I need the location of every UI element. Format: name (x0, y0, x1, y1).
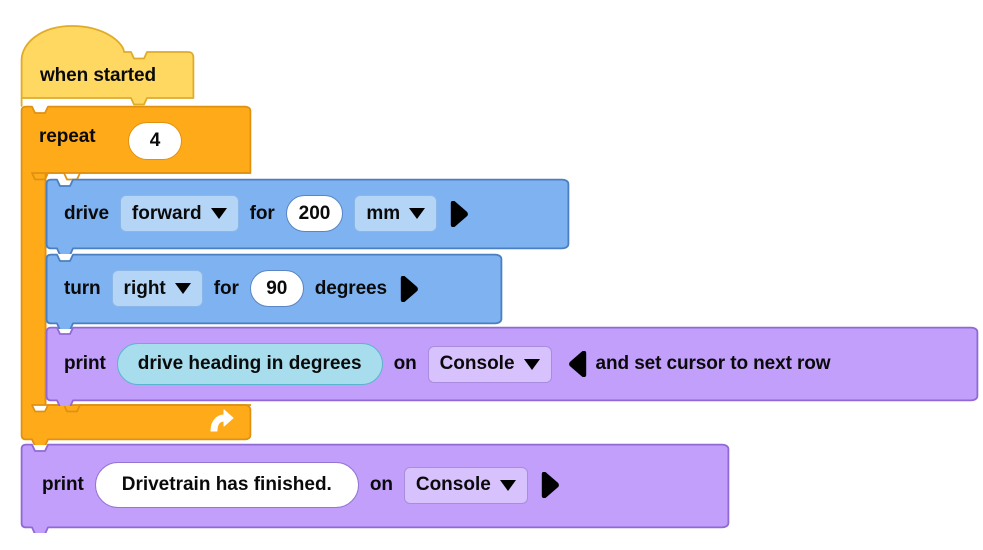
arrow-right-icon[interactable] (539, 472, 559, 498)
print-finished-target-dropdown[interactable]: Console (403, 466, 528, 504)
print-heading-suffix-label: and set cursor to next row (595, 353, 831, 374)
repeat-block-shape (20, 105, 252, 445)
block-drive[interactable]: drive forward for 200 mm (45, 178, 570, 254)
loop-arrow-icon (210, 409, 234, 432)
turn-unit-label: degrees (314, 277, 387, 299)
turn-angle-input[interactable]: 90 (249, 270, 304, 307)
chevron-down-icon (210, 208, 227, 219)
block-when-started[interactable]: when started (20, 22, 195, 107)
turn-for-label: for (213, 277, 239, 299)
hat-block-icon (20, 25, 195, 107)
chevron-down-icon (523, 358, 540, 370)
chevron-down-icon (409, 208, 426, 219)
drive-unit-dropdown[interactable]: mm (354, 195, 438, 232)
drive-distance-input[interactable]: 200 (285, 195, 344, 232)
print-finished-on-label: on (369, 474, 393, 495)
drive-for-label: for (249, 202, 275, 224)
turn-label: turn (64, 277, 101, 299)
drive-label: drive (64, 202, 109, 224)
turn-direction-value: right (123, 277, 166, 299)
repeat-count-input[interactable]: 4 (128, 122, 182, 160)
chevron-down-icon (174, 283, 191, 294)
arrow-right-icon[interactable] (448, 200, 469, 227)
chevron-down-icon (499, 479, 516, 491)
block-print-heading[interactable]: print drive heading in degrees on Consol… (45, 326, 979, 406)
print-heading-target-dropdown[interactable]: Console (427, 345, 552, 383)
arrow-left-icon[interactable] (568, 351, 589, 377)
print-finished-text-input[interactable]: Drivetrain has finished. (94, 462, 359, 508)
print-heading-label: print (64, 353, 106, 374)
repeat-label: repeat (39, 126, 96, 147)
arrow-right-icon[interactable] (398, 275, 418, 302)
block-turn[interactable]: turn right for 90 degrees (45, 253, 503, 329)
turn-direction-dropdown[interactable]: right (111, 270, 203, 307)
drive-unit-value: mm (366, 202, 401, 224)
drive-direction-dropdown[interactable]: forward (119, 195, 239, 232)
print-finished-target-value: Console (415, 474, 491, 495)
drive-heading-reporter[interactable]: drive heading in degrees (116, 343, 383, 385)
print-heading-target-value: Console (439, 353, 515, 374)
block-repeat[interactable]: repeat 4 (20, 105, 252, 445)
print-heading-on-label: on (393, 353, 417, 374)
block-print-finished[interactable]: print Drivetrain has finished. on Consol… (20, 443, 730, 533)
drive-direction-value: forward (131, 202, 202, 224)
when-started-label: when started (40, 65, 156, 86)
print-finished-label: print (42, 474, 84, 495)
